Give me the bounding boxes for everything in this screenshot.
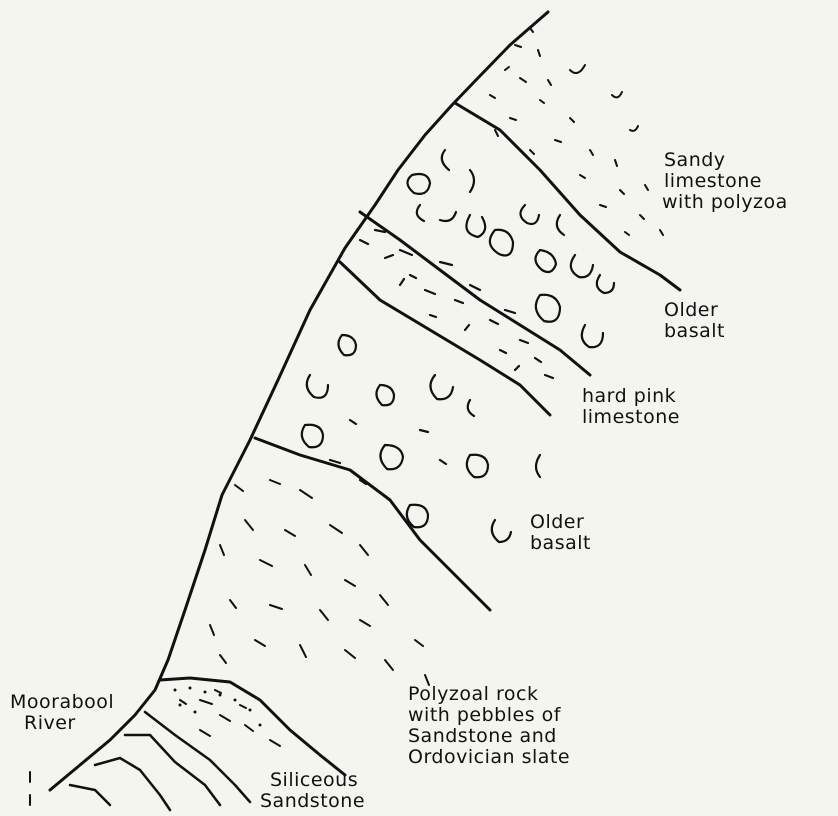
slate-band-4 xyxy=(70,785,110,805)
label-sandy-limestone: Sandy limestone with polyzoa xyxy=(664,150,788,213)
sandy-limestone-texture xyxy=(490,28,663,235)
boundary-sandy-limestone-basalt xyxy=(455,103,680,290)
boundary-basalt-pink-limestone-bottom xyxy=(340,262,550,415)
label-hard-pink-limestone: hard pink limestone xyxy=(582,386,680,428)
cliff-face-line xyxy=(50,12,548,790)
label-polyzoal-rock: Polyzoal rock with pebbles of Sandstone … xyxy=(408,684,570,768)
boundary-polyzoal-sandstone xyxy=(160,678,345,775)
label-older-basalt-lower: Older basalt xyxy=(530,512,591,554)
label-siliceous-sandstone: Siliceous Sandstone xyxy=(270,770,365,812)
label-moorabool-river: Moorabool River xyxy=(10,692,114,734)
boundary-basalt-polyzoal xyxy=(255,438,490,610)
lower-basalt-texture xyxy=(302,335,540,542)
label-older-basalt-upper: Older basalt xyxy=(664,300,725,342)
polyzoal-rock-texture xyxy=(180,480,429,746)
slate-band-1 xyxy=(145,712,250,802)
